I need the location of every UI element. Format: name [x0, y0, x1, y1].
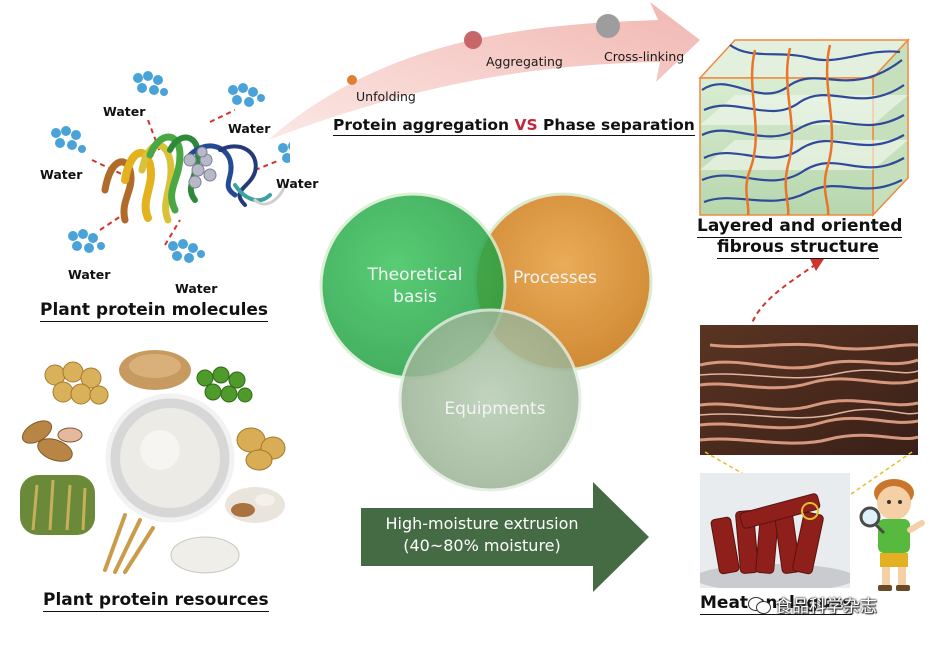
curved-arrow-shape	[268, 2, 700, 140]
meat-analogues-photo	[700, 473, 850, 588]
extrusion-line2: (40~80% moisture)	[403, 536, 561, 555]
water-label-1: Water	[103, 104, 146, 119]
crosslinking-dot	[596, 14, 620, 38]
venn-circle-equipments	[398, 308, 582, 492]
green-peas	[196, 366, 253, 403]
meat-fiber-closeup	[700, 325, 918, 455]
beans-plate	[225, 487, 285, 523]
wechat-icon	[748, 596, 771, 614]
peanuts	[21, 420, 83, 462]
aggregation-vs-separation-caption: Protein aggregation VS Phase separation	[333, 116, 695, 136]
venn-label-equipments: Equipments	[444, 399, 546, 419]
plant-protein-resources-title: Plant protein resources	[43, 590, 269, 612]
protein-molecule-illustration	[51, 71, 290, 263]
soybeans	[44, 361, 109, 405]
watermark-text: 食品科学杂志	[775, 597, 877, 617]
water-label-5: Water	[68, 267, 111, 282]
fibrous-structure-cube	[698, 38, 910, 217]
water-label-6: Water	[175, 281, 218, 296]
stage-crosslinking-label: Cross-linking	[604, 49, 685, 64]
venn-label-theory: Theoretical basis	[367, 265, 463, 307]
potatoes	[236, 427, 286, 471]
water-label-4: Water	[276, 176, 319, 191]
water-label-2: Water	[228, 121, 271, 136]
caption-right: Phase separation	[537, 116, 695, 134]
aggregating-dot	[464, 31, 482, 49]
structure-title-line1: Layered and oriented	[697, 216, 903, 238]
plant-protein-molecules-title: Plant protein molecules	[40, 300, 269, 322]
cartoon-boy-with-magnifier	[859, 479, 925, 591]
zoom-highlight-ring	[801, 502, 819, 520]
meat-analogues-title: Meat analogues	[700, 593, 853, 615]
caption-left: Protein aggregation	[333, 116, 515, 134]
venn-diagram	[319, 192, 653, 492]
rice-bowl	[170, 536, 240, 574]
wheat-ears	[103, 513, 155, 574]
plant-resources-collage	[20, 350, 286, 574]
stage-unfolding-label: Unfolding	[356, 89, 416, 104]
unfolding-dot	[347, 75, 357, 85]
wheat-field	[20, 475, 95, 535]
water-label-3: Water	[40, 167, 83, 182]
extrusion-text: High-moisture extrusion (40~80% moisture…	[362, 513, 602, 557]
extrusion-arrow	[361, 482, 649, 592]
venn-label-processes: Processes	[513, 268, 597, 288]
magnifier-icon	[859, 506, 881, 528]
structure-title-line2: fibrous structure	[717, 237, 879, 259]
zoom-dashed-arrow	[749, 259, 824, 331]
caption-vs: VS	[514, 116, 538, 134]
stage-aggregating-label: Aggregating	[486, 54, 563, 69]
extrusion-line1: High-moisture extrusion	[385, 514, 579, 533]
watermark: 食品科学杂志	[748, 592, 877, 617]
